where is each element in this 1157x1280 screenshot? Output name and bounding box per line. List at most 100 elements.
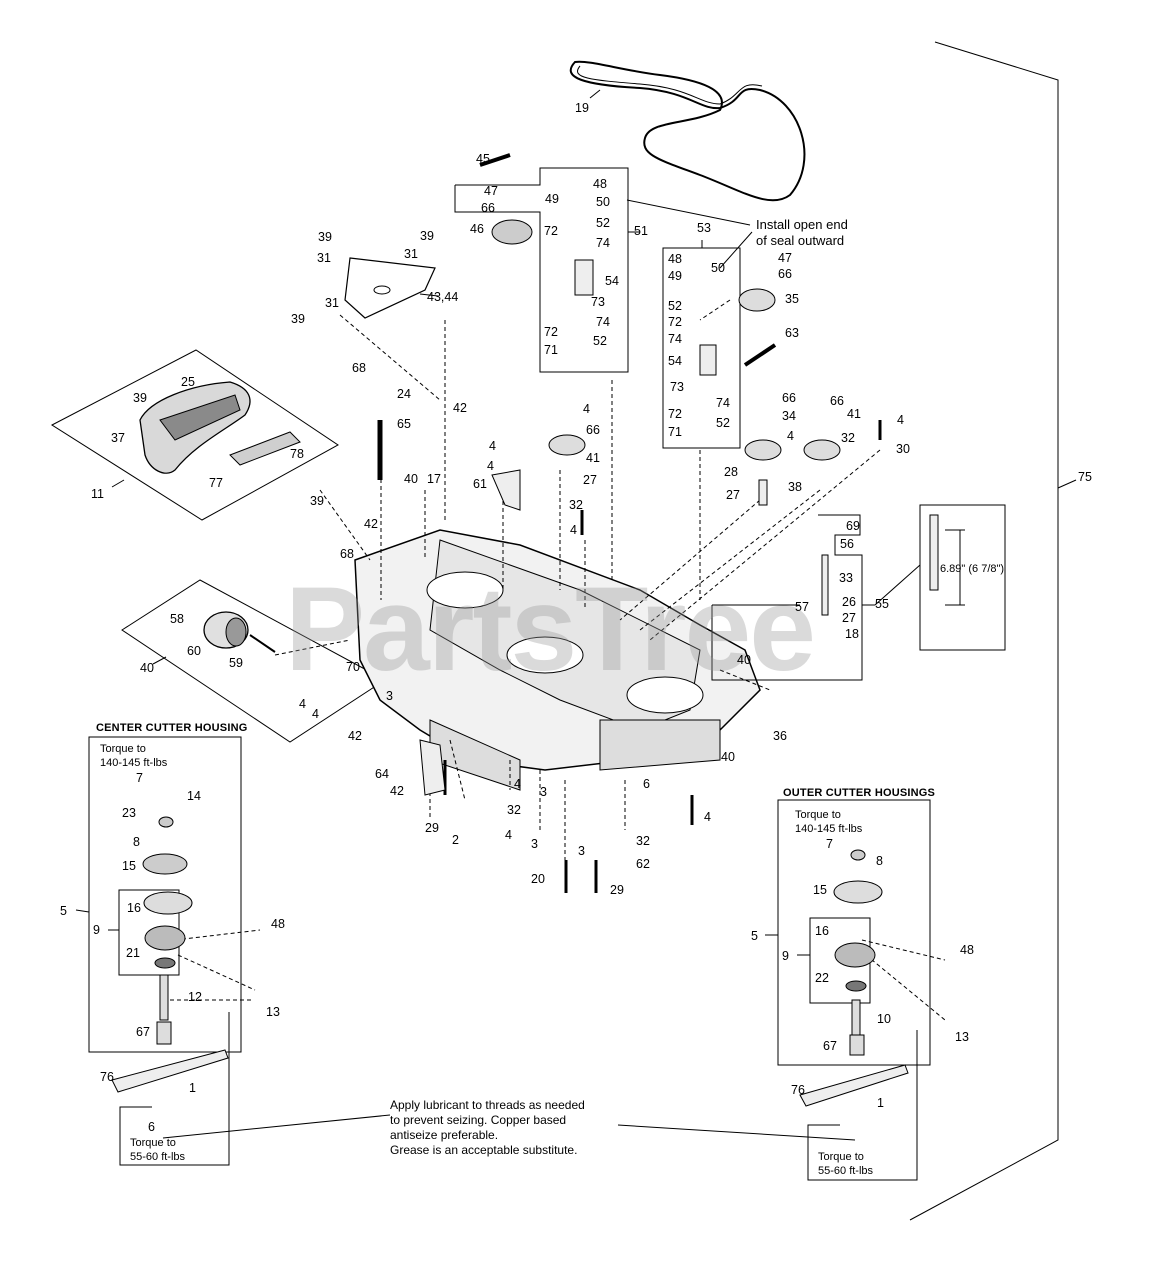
callout: 30: [896, 442, 910, 456]
belt: [569, 60, 806, 202]
callout: 71: [544, 343, 558, 357]
callout: 39: [420, 229, 434, 243]
callout: 42: [364, 517, 378, 531]
callout: 73: [591, 295, 605, 309]
lubricant-note-line3: antiseize preferable.: [390, 1128, 499, 1142]
callout: 73: [670, 380, 684, 394]
callout: 48: [960, 943, 974, 957]
callout: 24: [397, 387, 411, 401]
center-torque-bottom-2: 55-60 ft-lbs: [130, 1151, 186, 1163]
callout: 50: [711, 261, 725, 275]
callout: 42: [453, 401, 467, 415]
callout: 42: [348, 729, 362, 743]
callout: 66: [778, 267, 792, 281]
callout: 56: [840, 537, 854, 551]
lubricant-note-line1: Apply lubricant to threads as needed: [390, 1098, 585, 1112]
callout: 35: [785, 292, 799, 306]
callout: 3: [531, 837, 538, 851]
callout: 25: [181, 375, 195, 389]
callout: 77: [209, 476, 223, 490]
callout: 66: [782, 391, 796, 405]
callout: 32: [636, 834, 650, 848]
callout: 20: [531, 872, 545, 886]
callout: 16: [815, 924, 829, 938]
callout: 4: [312, 707, 319, 721]
callout: 37: [111, 431, 125, 445]
callout: 48: [271, 917, 285, 931]
callout: 52: [716, 416, 730, 430]
callout: 52: [593, 334, 607, 348]
callout: 32: [841, 431, 855, 445]
callout: 59: [229, 656, 243, 670]
callout: 7: [136, 771, 143, 785]
outer-torque-bottom-1: Torque to: [818, 1151, 864, 1163]
callout: 19: [575, 101, 589, 115]
callout: 68: [340, 547, 354, 561]
callout: 58: [170, 612, 184, 626]
callout: 31: [404, 247, 418, 261]
callout: 43,44: [427, 290, 459, 304]
callout: 2: [452, 833, 459, 847]
callout: 11: [91, 487, 104, 501]
callout: 68: [352, 361, 366, 375]
callout: 64: [375, 767, 389, 781]
callout: 10: [877, 1012, 891, 1026]
callout: 53: [697, 221, 711, 235]
callout: 76: [100, 1070, 114, 1084]
callout: 47: [778, 251, 792, 265]
callout: 12: [188, 990, 202, 1004]
callout: 70: [346, 660, 360, 674]
callout: 36: [773, 729, 787, 743]
callout: 40: [404, 472, 418, 486]
callout: 4: [489, 439, 496, 453]
callout: 61: [473, 477, 487, 491]
height-dimension: 6.89" (6 7/8"): [940, 563, 1005, 575]
callout: 66: [481, 201, 495, 215]
callout: 72: [544, 224, 558, 238]
callout: 6: [148, 1120, 155, 1134]
callout: 13: [266, 1005, 280, 1019]
callout: 54: [668, 354, 682, 368]
callout: 3: [540, 785, 547, 799]
callout: 26: [842, 595, 856, 609]
belt-cover-plate: [344, 257, 436, 319]
callout: 6: [643, 777, 650, 791]
callout: 34: [782, 409, 796, 423]
callout: 4: [299, 697, 306, 711]
callout: 32: [507, 803, 521, 817]
center-torque-top-2: 140-145 ft-lbs: [100, 757, 168, 769]
callout: 27: [842, 611, 856, 625]
callout: 72: [544, 325, 558, 339]
callout: 5: [60, 904, 67, 918]
callout: 4: [787, 429, 794, 443]
callout: 72: [668, 315, 682, 329]
callout: 14: [187, 789, 201, 803]
callout: 4: [704, 810, 711, 824]
callout: 47: [484, 184, 498, 198]
callout: 32: [569, 498, 583, 512]
callout: 9: [93, 923, 100, 937]
callout: 42: [390, 784, 404, 798]
callout: 40: [737, 653, 751, 667]
callout: 4: [514, 777, 521, 791]
callout: 48: [668, 252, 682, 266]
outer-torque-top-1: Torque to: [795, 809, 841, 821]
callout: 33: [839, 571, 853, 585]
callout: 38: [788, 480, 802, 494]
outer-housing-title: OUTER CUTTER HOUSINGS: [783, 787, 936, 799]
callout: 28: [724, 465, 738, 479]
callout: 9: [782, 949, 789, 963]
callout: 41: [847, 407, 861, 421]
callout: 66: [830, 394, 844, 408]
center-torque-bottom-1: Torque to: [130, 1137, 176, 1149]
callout: 8: [133, 835, 140, 849]
callout: 69: [846, 519, 860, 533]
callout: 45: [476, 152, 490, 166]
callout: 39: [310, 494, 324, 508]
callout: 31: [317, 251, 331, 265]
callout: 1: [877, 1096, 884, 1110]
callout: 4: [570, 523, 577, 537]
outer-torque-bottom-2: 55-60 ft-lbs: [818, 1165, 874, 1177]
callout: 39: [291, 312, 305, 326]
seal-note-line1: Install open end: [756, 217, 848, 232]
